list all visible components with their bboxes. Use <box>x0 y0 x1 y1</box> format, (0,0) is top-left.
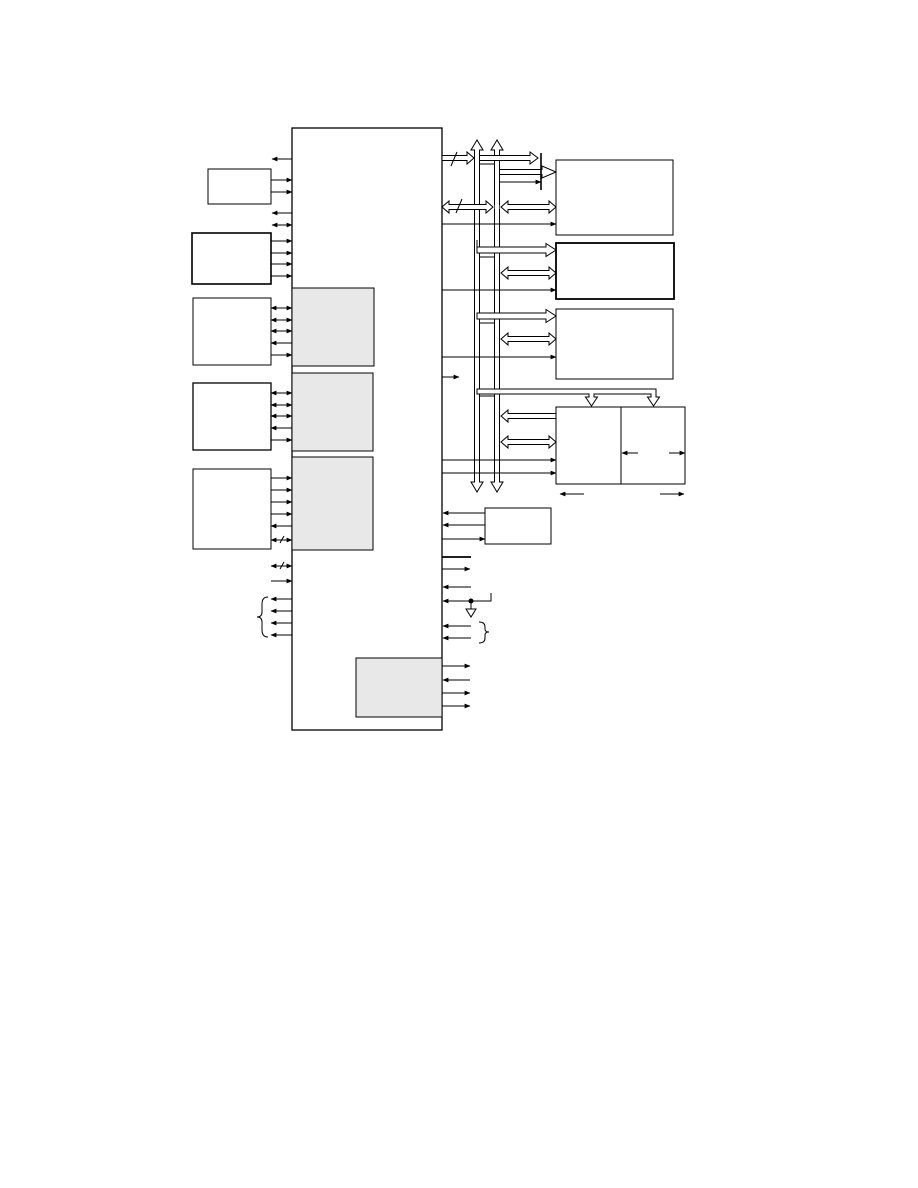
junction-dot <box>468 598 474 604</box>
left-block-1 <box>207 168 272 205</box>
right-block-3 <box>555 308 674 380</box>
internal-block-2 <box>291 372 374 452</box>
right-block-2 <box>555 242 675 300</box>
small-box <box>484 507 552 545</box>
left-signals <box>256 156 293 638</box>
bus-crossing-masks <box>474 156 500 394</box>
left-block-4 <box>192 382 272 451</box>
left-block-2 <box>191 232 272 285</box>
internal-block-4 <box>355 657 443 718</box>
left-block-5 <box>192 468 272 550</box>
right-block-4-signals <box>559 450 686 497</box>
right-block-1 <box>555 159 674 236</box>
right-block-4a <box>555 406 622 485</box>
left-block-3 <box>192 297 272 366</box>
internal-block-1 <box>291 287 375 367</box>
bus-connectors <box>479 163 495 397</box>
internal-block-3 <box>291 456 374 551</box>
right-signals <box>442 221 557 709</box>
right-block-4b <box>620 406 686 485</box>
